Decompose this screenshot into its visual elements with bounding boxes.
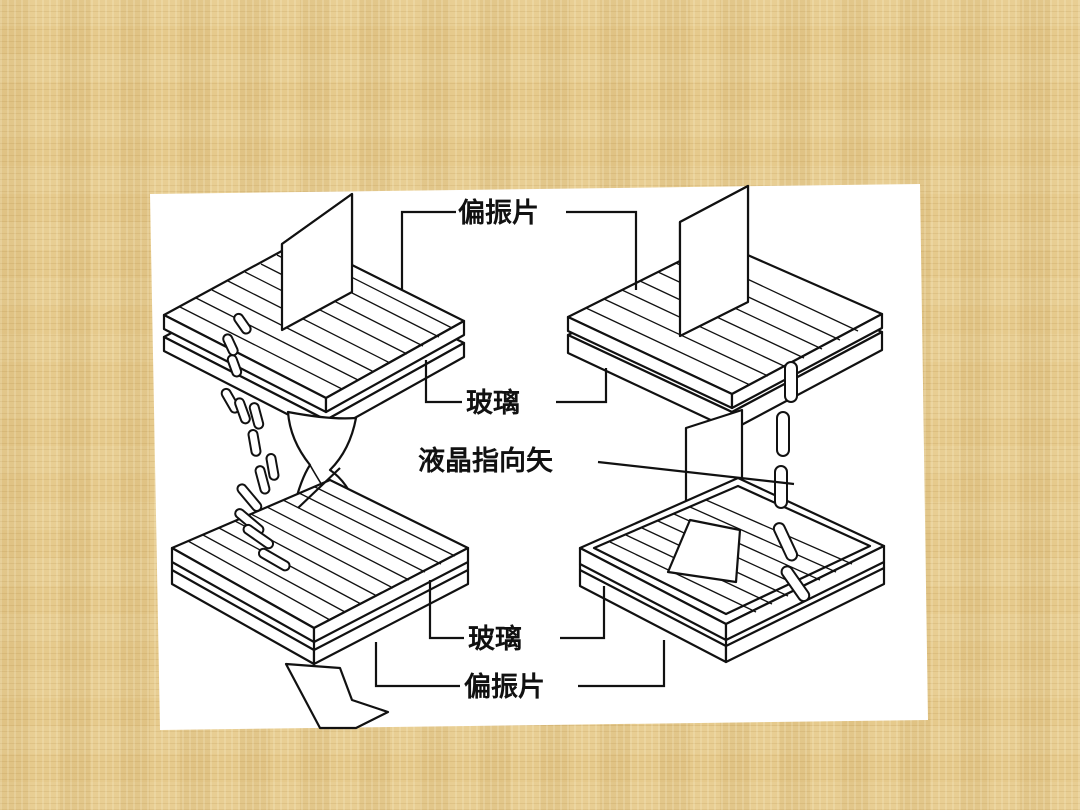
label-director: 液晶指向矢 [418,445,554,477]
label-glass-bottom: 玻璃 [468,624,522,655]
blocked-light-end [666,518,742,584]
left-top-polarizer [162,238,466,414]
left-stack [162,192,470,730]
label-glass-top: 玻璃 [466,388,520,419]
label-polarizer-top: 偏振片 [458,198,539,229]
outgoing-light-beam-left [284,662,390,730]
leader-lines [297,210,795,688]
lc-molecules-right [772,361,811,603]
right-stack [566,184,886,664]
lc-molecules-left [220,312,291,572]
label-polarizer-bottom: 偏振片 [464,672,545,703]
right-top-polarizer [566,240,884,410]
right-bottom-polarizer [578,562,886,664]
